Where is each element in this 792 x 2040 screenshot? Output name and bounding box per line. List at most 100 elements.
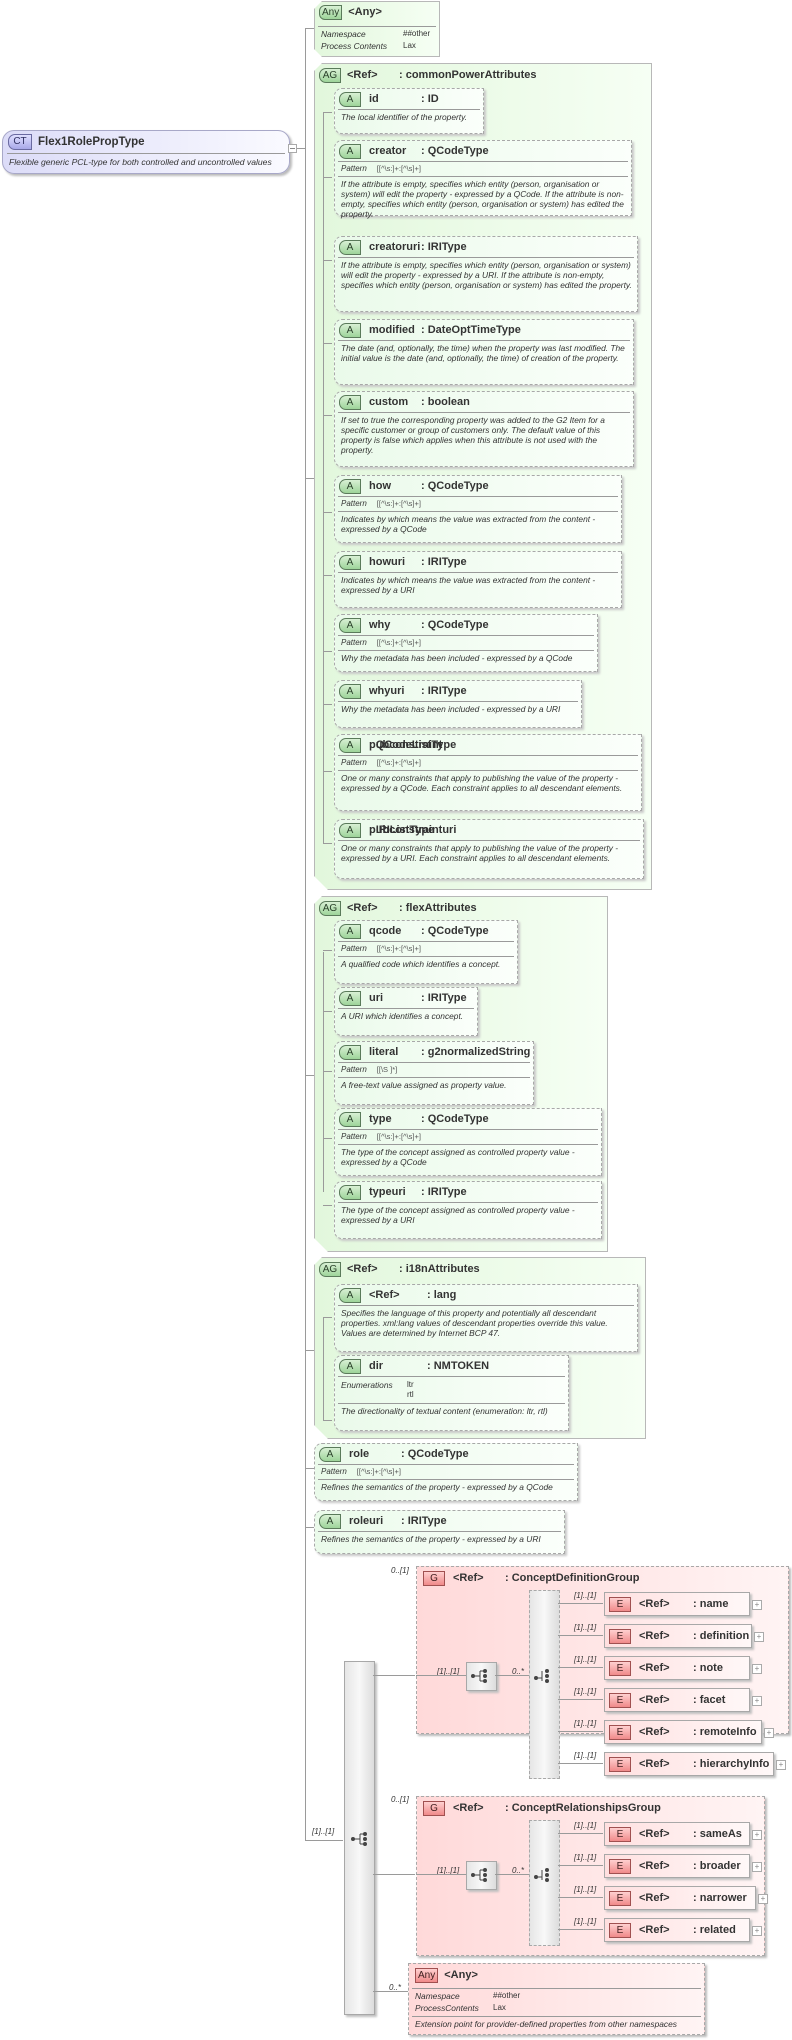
connector xyxy=(305,1840,343,1841)
group-spine xyxy=(323,1317,324,1420)
attribute-type: : DateOptTimeType xyxy=(421,324,521,336)
connector xyxy=(323,1011,332,1012)
expand-icon[interactable]: + xyxy=(752,1926,762,1936)
attribute-description: If set to true the corresponding propert… xyxy=(341,415,605,455)
attribute-name: roleuri xyxy=(349,1515,384,1527)
connector xyxy=(305,1527,314,1528)
element-related[interactable]: E <Ref> : related xyxy=(604,1918,750,1942)
attribute-description: Why the metadata has been included - exp… xyxy=(341,653,573,663)
expand-icon[interactable]: + xyxy=(752,1600,762,1610)
any-badge: Any xyxy=(319,5,342,20)
attribute-type: : QCodeType xyxy=(421,145,489,157)
connector xyxy=(323,112,332,113)
element-remoteInfo[interactable]: E <Ref> : remoteInfo xyxy=(604,1720,762,1744)
attribute-type: : IRIListType xyxy=(369,824,435,836)
ref-label: <Ref> xyxy=(453,1572,484,1584)
attribute-role[interactable]: A role : QCodeType Pattern[[^\s:]+:[^\s]… xyxy=(314,1443,578,1501)
element-broader[interactable]: E <Ref> : broader xyxy=(604,1854,750,1878)
choice-compositor[interactable] xyxy=(529,1590,560,1779)
attribute-lang[interactable]: A <Ref> : lang Specifies the language of… xyxy=(334,1284,638,1352)
connector xyxy=(323,651,332,652)
element-multiplicity: [1]..[1] xyxy=(574,1591,597,1600)
attribute-group-badge: AG xyxy=(319,68,341,83)
connector xyxy=(323,1420,332,1421)
choice-compositor[interactable] xyxy=(529,1820,560,1946)
attribute-name: qcode xyxy=(369,925,402,937)
connector xyxy=(293,148,305,149)
sequence-multiplicity: [1]..[1] xyxy=(437,1667,460,1676)
attribute-name: uri xyxy=(369,992,384,1004)
pattern-label: Pattern xyxy=(341,1065,367,1074)
attribute-group-badge: AG xyxy=(319,1262,341,1277)
connector xyxy=(323,343,332,344)
element-badge: E xyxy=(609,1890,631,1906)
any-bottom-box[interactable]: Any <Any> Namespace##other ProcessConten… xyxy=(408,1963,705,2035)
expand-icon[interactable]: + xyxy=(764,1728,774,1738)
sequence-multiplicity: [1]..[1] xyxy=(437,1866,460,1875)
connector xyxy=(558,1699,603,1700)
element-multiplicity: [1]..[1] xyxy=(574,1623,597,1632)
collapse-icon[interactable] xyxy=(288,144,297,153)
connector xyxy=(558,1731,603,1732)
expand-icon[interactable]: + xyxy=(758,1894,768,1904)
element-narrower[interactable]: E <Ref> : narrower xyxy=(604,1886,756,1910)
element-hierarchyInfo[interactable]: E <Ref> : hierarchyInfo xyxy=(604,1752,774,1776)
group-multiplicity: 0..[1] xyxy=(391,1795,409,1804)
attribute-badge: A xyxy=(339,1358,361,1374)
expand-icon[interactable]: + xyxy=(752,1830,762,1840)
element-multiplicity: [1]..[1] xyxy=(574,1687,597,1696)
ref-label: <Ref> xyxy=(639,1758,670,1770)
expand-icon[interactable]: + xyxy=(754,1632,764,1642)
attribute-type: : g2normalizedString xyxy=(421,1046,531,1058)
element-sameAs[interactable]: E <Ref> : sameAs xyxy=(604,1822,750,1846)
ref-label: <Ref> xyxy=(639,1662,670,1674)
connector xyxy=(323,1071,332,1072)
attribute-type: : lang xyxy=(427,1289,457,1301)
attribute-description: The directionality of textual content (e… xyxy=(341,1406,548,1416)
process-contents-value: Lax xyxy=(493,2003,506,2012)
expand-icon[interactable]: + xyxy=(752,1862,762,1872)
attribute-badge: A xyxy=(339,923,361,939)
connector xyxy=(495,1874,529,1875)
attribute-roleuri[interactable]: A roleuri : IRIType Refines the semantic… xyxy=(314,1510,565,1554)
element-definition[interactable]: E <Ref> : definition xyxy=(604,1624,752,1648)
element-badge: E xyxy=(609,1596,631,1612)
attribute-badge: A xyxy=(319,1513,341,1529)
expand-icon[interactable]: + xyxy=(752,1696,762,1706)
connector xyxy=(323,771,332,772)
attribute-badge: A xyxy=(339,91,361,107)
expand-icon[interactable]: + xyxy=(752,1664,762,1674)
element-name[interactable]: E <Ref> : name xyxy=(604,1592,750,1616)
element-note[interactable]: E <Ref> : note xyxy=(604,1656,750,1680)
element-facet[interactable]: E <Ref> : facet xyxy=(604,1688,750,1712)
pattern-label: Pattern xyxy=(341,944,367,953)
ref-label: <Ref> xyxy=(639,1860,670,1872)
any-top-box[interactable]: Any <Any> Namespace##other Process Conte… xyxy=(314,1,440,57)
attribute-group-name: : flexAttributes xyxy=(399,902,477,914)
complex-type-box[interactable]: CT Flex1RolePropType Flexible generic PC… xyxy=(2,130,290,174)
pattern-value: [[\S ]*] xyxy=(376,1065,398,1074)
expand-icon[interactable]: + xyxy=(776,1760,786,1770)
pattern-label: Pattern xyxy=(341,638,367,647)
connector xyxy=(416,1675,466,1676)
attribute-badge: A xyxy=(339,239,361,255)
attribute-badge: A xyxy=(339,1111,361,1127)
element-multiplicity: [1]..[1] xyxy=(574,1917,597,1926)
